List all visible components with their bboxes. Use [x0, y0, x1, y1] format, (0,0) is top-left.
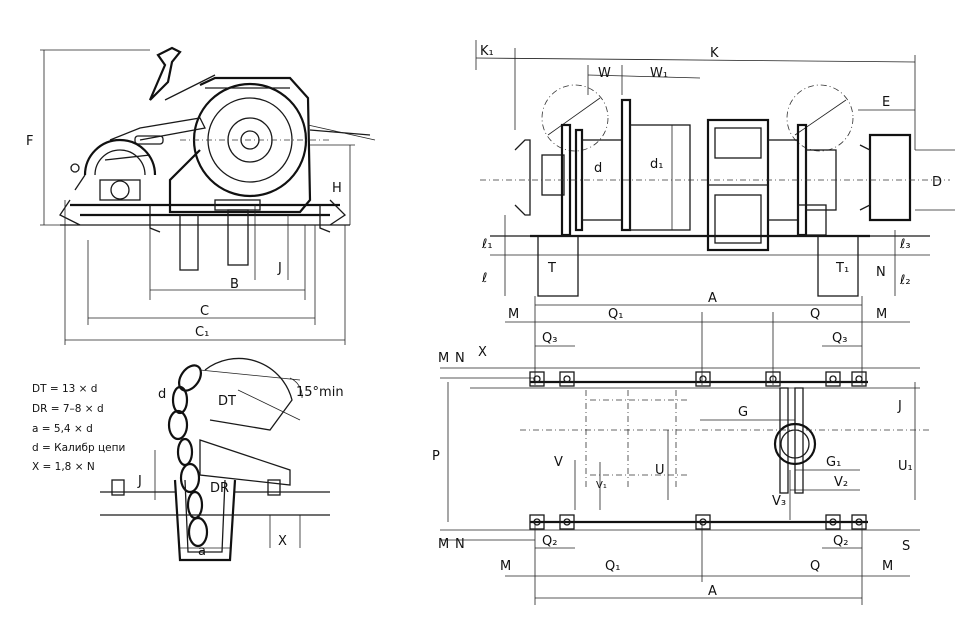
dim-d: d: [594, 161, 602, 176]
dim-J: J: [277, 261, 282, 276]
dim-Q2-right: Q₂: [833, 534, 848, 549]
detail-X: X: [278, 534, 287, 549]
dim-Q1-top: Q₁: [608, 307, 623, 322]
dim-N-front: N: [876, 265, 886, 280]
dim-N-bottom-side: N: [455, 537, 465, 552]
dim-l: ℓ: [481, 271, 487, 286]
dim-l1: ℓ₁: [481, 237, 493, 252]
dim-M-bottom-side: M: [438, 537, 449, 552]
dim-X-side: X: [478, 345, 487, 360]
dim-M-bottom-left: M: [500, 559, 511, 574]
dim-M-top-right: M: [876, 307, 887, 322]
dim-G: G: [738, 405, 748, 420]
side-view: F H: [26, 46, 376, 345]
dim-K1: K₁: [480, 44, 494, 59]
dim-U1: U₁: [898, 459, 913, 474]
front-view: K₁ K W W₁ E d d₁: [475, 40, 955, 312]
dim-K: K: [710, 46, 719, 61]
dim-H: H: [332, 181, 342, 196]
dim-Q2-left: Q₂: [542, 534, 557, 549]
dim-V3: V₃: [772, 494, 786, 509]
dim-T1: T₁: [835, 261, 849, 276]
dim-P: P: [432, 449, 440, 464]
dim-B: B: [230, 277, 239, 292]
dim-M-top-left: M: [508, 307, 519, 322]
plan-view: M Q₁ Q M Q₃ Q₃ M N X: [432, 307, 930, 605]
dim-D: D: [932, 175, 942, 190]
detail-DR: DR: [210, 481, 229, 496]
detail-J: J: [137, 474, 142, 489]
formula-dr: DR = 7–8 × d: [32, 403, 104, 415]
dim-Q3-right: Q₃: [832, 331, 847, 346]
chain-detail-view: DT = 13 × d DR = 7–8 × d a = 5,4 × d d =…: [32, 357, 344, 562]
formula-a: a = 5,4 × d: [32, 423, 93, 435]
dim-U: U: [655, 463, 665, 478]
dim-W: W: [598, 66, 611, 81]
dim-W1: W₁: [650, 66, 668, 81]
formula-d: d = Калибр цепи: [32, 442, 125, 454]
dim-Q-bottom: Q: [810, 559, 820, 574]
dim-V1: V₁: [596, 480, 607, 491]
detail-a: a: [198, 544, 206, 559]
dim-M-side: M: [438, 351, 449, 366]
dim-N-side: N: [455, 351, 465, 366]
dim-A-front: A: [708, 291, 717, 306]
dim-J-plan: J: [897, 399, 902, 414]
formula-dt: DT = 13 × d: [32, 383, 97, 395]
detail-DT: DT: [218, 394, 236, 409]
detail-angle: 15°min: [296, 385, 344, 400]
dim-l3: ℓ₃: [899, 237, 911, 252]
dim-d1: d₁: [650, 157, 663, 172]
dim-Q-top: Q: [810, 307, 820, 322]
detail-d: d: [158, 387, 166, 402]
dim-F: F: [26, 134, 33, 149]
dim-Q3-left: Q₃: [542, 331, 557, 346]
dim-V2: V₂: [834, 475, 848, 490]
dim-l2: ℓ₂: [899, 273, 911, 288]
dim-V: V: [554, 455, 563, 470]
dim-Q1-bottom: Q₁: [605, 559, 620, 574]
dim-M-bottom-right: M: [882, 559, 893, 574]
dim-S: S: [902, 539, 910, 554]
formula-x: X = 1,8 × N: [32, 461, 95, 473]
dim-E: E: [882, 95, 890, 110]
dim-A-bottom: A: [708, 584, 717, 599]
dim-C1: C₁: [195, 325, 209, 340]
dim-T: T: [547, 261, 556, 276]
dim-G1: G₁: [826, 455, 841, 470]
dim-C: C: [200, 304, 209, 319]
